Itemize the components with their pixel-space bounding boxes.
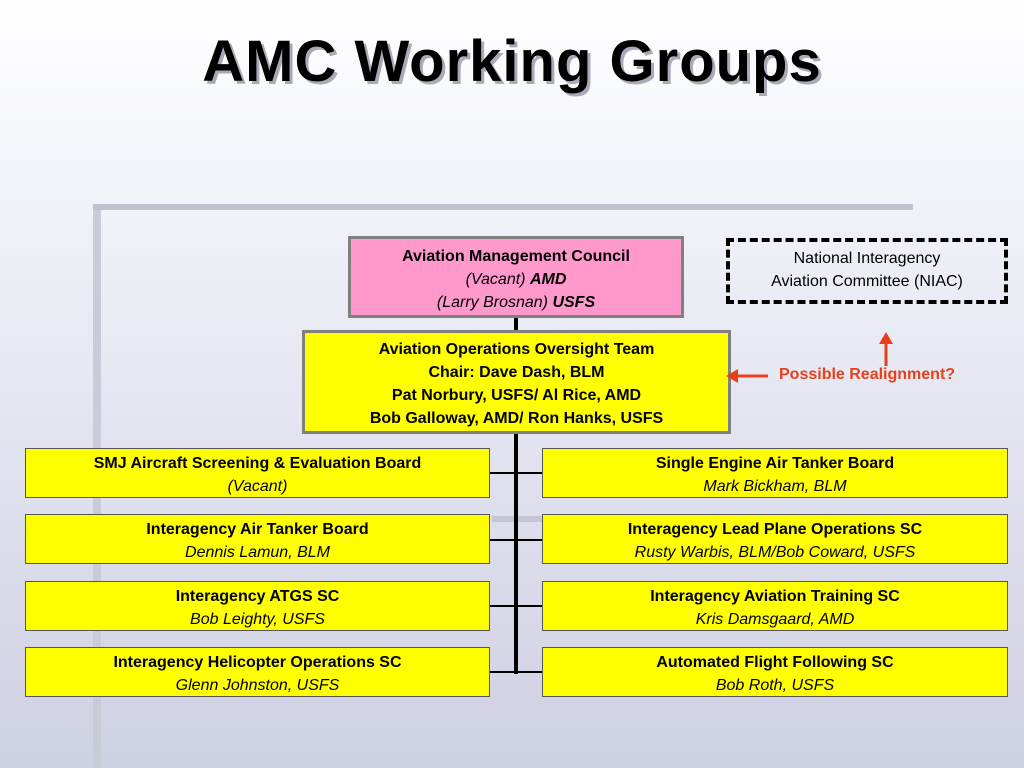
connector-trunk (514, 318, 518, 674)
working-group-chair: Glenn Johnston, USFS (175, 677, 340, 694)
amc-name: Aviation Management Council (402, 248, 630, 265)
working-group-chair: Mark Bickham, BLM (703, 478, 847, 495)
connector-branch (490, 605, 542, 607)
working-group-box: Automated Flight Following SC Bob Roth, … (542, 647, 1008, 697)
aviation-operations-oversight-team-box: Aviation Operations Oversight Team Chair… (302, 330, 731, 434)
connector-branch (490, 472, 542, 474)
page-title: AMC Working Groups (202, 29, 822, 94)
connector-branch (490, 539, 542, 541)
niac-line-1: National Interagency (793, 250, 941, 267)
working-group-chair: (Vacant) (227, 478, 288, 495)
aoot-members-1: Pat Norbury, USFS/ Al Rice, AMD (391, 387, 642, 404)
left-arrow-icon (726, 369, 768, 383)
aoot-members-2: Bob Galloway, AMD/ Ron Hanks, USFS (369, 410, 664, 427)
working-group-name: Interagency Aviation Training SC (650, 588, 900, 605)
working-group-box: Interagency Air Tanker Board Dennis Lamu… (25, 514, 490, 564)
working-group-name: Interagency Air Tanker Board (146, 521, 369, 538)
working-group-name: SMJ Aircraft Screening & Evaluation Boar… (93, 455, 422, 472)
working-group-name: Interagency ATGS SC (175, 588, 340, 605)
up-arrow-icon (879, 332, 893, 366)
aoot-chair: Chair: Dave Dash, BLM (428, 364, 605, 381)
amc-line-usfs: (Larry Brosnan) USFS (436, 294, 596, 311)
working-group-chair: Kris Damsgaard, AMD (695, 611, 855, 628)
working-group-box: Single Engine Air Tanker Board Mark Bick… (542, 448, 1008, 498)
working-group-box: Interagency Helicopter Operations SC Gle… (25, 647, 490, 697)
background-horizontal-bar (93, 204, 913, 210)
working-group-name: Interagency Helicopter Operations SC (113, 654, 402, 671)
connector-branch (490, 671, 542, 673)
working-group-chair: Dennis Lamun, BLM (185, 544, 330, 561)
niac-box: National Interagency Aviation Committee … (726, 238, 1008, 304)
working-group-chair: Bob Roth, USFS (715, 677, 835, 694)
working-group-box: Interagency ATGS SC Bob Leighty, USFS (25, 581, 490, 631)
niac-line-2: Aviation Committee (NIAC) (771, 273, 963, 290)
working-group-name: Automated Flight Following SC (656, 654, 894, 671)
aviation-management-council-box: Aviation Management Council (Vacant) AMD… (348, 236, 684, 318)
working-group-box: SMJ Aircraft Screening & Evaluation Boar… (25, 448, 490, 498)
working-group-name: Interagency Lead Plane Operations SC (627, 521, 923, 538)
aoot-title: Aviation Operations Oversight Team (378, 341, 655, 358)
working-group-box: Interagency Aviation Training SC Kris Da… (542, 581, 1008, 631)
working-group-box: Interagency Lead Plane Operations SC Rus… (542, 514, 1008, 564)
amc-line-amd: (Vacant) AMD (465, 271, 567, 288)
possible-realignment-label: Possible Realignment? (779, 366, 956, 383)
working-group-chair: Rusty Warbis, BLM/Bob Coward, USFS (634, 544, 916, 561)
working-group-name: Single Engine Air Tanker Board (655, 455, 895, 472)
working-group-chair: Bob Leighty, USFS (190, 611, 325, 628)
